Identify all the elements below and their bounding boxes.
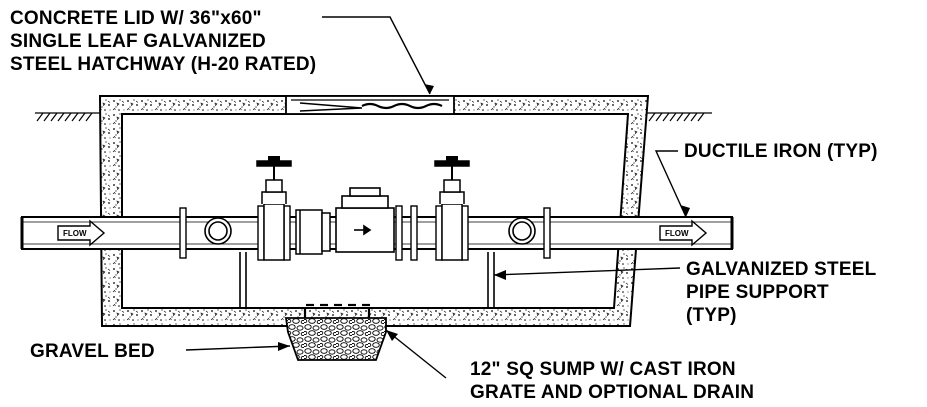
label-lid-line-3: STEEL HATCHWAY (H-20 RATED) [10, 54, 316, 75]
hatchway [285, 95, 455, 115]
label-support-line-1: GALVANIZED STEEL [686, 259, 877, 280]
coupling [295, 209, 331, 255]
label-pipe-support: GALVANIZED STEEL PIPE SUPPORT (TYP) [686, 259, 877, 326]
flow-arrow-outlet: FLOW [659, 219, 708, 247]
label-ductile-iron: DUCTILE IRON (TYP) [684, 141, 878, 162]
handwheel-icon [268, 156, 280, 162]
pipe-support-left [239, 252, 247, 308]
label-ductile-line-1: DUCTILE IRON (TYP) [684, 141, 878, 162]
label-gravel-bed: GRAVEL BED [30, 341, 155, 362]
leader-arrowheads [278, 84, 690, 351]
gate-valve-right [434, 160, 470, 261]
handwheel-icon [446, 156, 458, 162]
label-lid-line-2: SINGLE LEAF GALVANIZED [10, 31, 266, 52]
flow-arrow-inlet: FLOW [57, 219, 106, 247]
tee-left [204, 217, 232, 245]
label-sump-line-1: 12" SQ SUMP W/ CAST IRON [470, 359, 736, 380]
label-support-line-2: PIPE SUPPORT [686, 282, 829, 303]
tee-right [508, 217, 536, 245]
gate-valve-left [256, 160, 292, 261]
flow-label-outlet: FLOW [665, 229, 689, 238]
ground-right [647, 112, 712, 122]
gravel-bed [284, 317, 387, 361]
label-concrete-lid: CONCRETE LID W/ 36"x60" SINGLE LEAF GALV… [10, 8, 316, 75]
label-support-line-3: (TYP) [686, 305, 737, 326]
pipe-flanges [179, 205, 551, 261]
label-sump-line-2: GRATE AND OPTIONAL DRAIN [470, 382, 754, 403]
ground-left [35, 112, 100, 122]
pipe-support-right [487, 252, 495, 308]
label-lid-line-1: CONCRETE LID W/ 36"x60" [10, 8, 262, 29]
leader-lines [185, 16, 687, 379]
label-sump: 12" SQ SUMP W/ CAST IRON GRATE AND OPTIO… [470, 359, 754, 403]
sump-grate [303, 303, 371, 318]
label-gravel-line-1: GRAVEL BED [30, 341, 155, 362]
water-meter [335, 187, 395, 253]
flow-label-inlet: FLOW [63, 229, 87, 238]
